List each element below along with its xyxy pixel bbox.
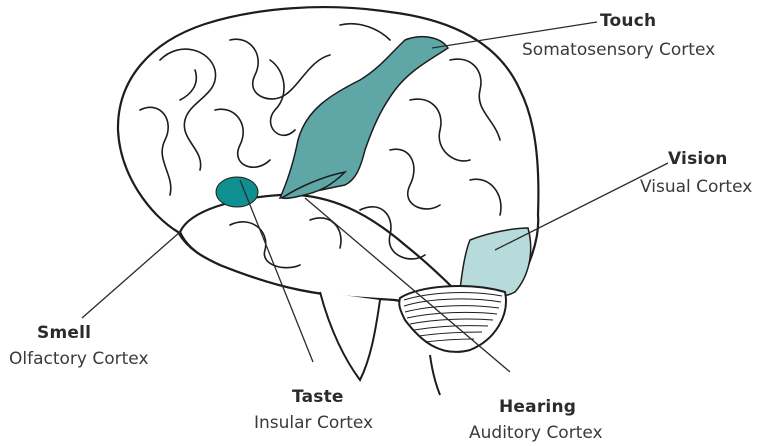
hearing-region: Auditory Cortex <box>469 424 603 443</box>
smell-label: Smell <box>37 324 91 343</box>
hearing-label: Hearing <box>499 398 576 417</box>
hearing-region-label: Auditory Cortex <box>469 424 603 443</box>
taste-region: Insular Cortex <box>254 414 373 433</box>
taste-label: Taste <box>292 388 344 407</box>
brain-stem-right <box>430 355 440 395</box>
hearing-title: Hearing <box>499 398 576 417</box>
touch-label: Touch <box>598 12 656 31</box>
vision-title: Vision <box>668 150 728 169</box>
touch-region: Somatosensory Cortex <box>522 41 715 60</box>
taste-region-label: Insular Cortex <box>254 414 373 433</box>
taste-title: Taste <box>292 388 344 407</box>
vision-label: Vision <box>668 150 728 169</box>
smell-region-label: Olfactory Cortex <box>9 350 149 369</box>
smell-pointer <box>82 232 180 318</box>
smell-title: Smell <box>37 324 91 343</box>
vision-region-label: Visual Cortex <box>640 178 752 197</box>
vision-region: Visual Cortex <box>640 178 752 197</box>
insular-region <box>216 177 258 207</box>
touch-region-label: Somatosensory Cortex <box>522 41 715 60</box>
touch-title: Touch <box>598 12 656 31</box>
brain-stem <box>320 292 380 380</box>
smell-region: Olfactory Cortex <box>9 350 149 369</box>
